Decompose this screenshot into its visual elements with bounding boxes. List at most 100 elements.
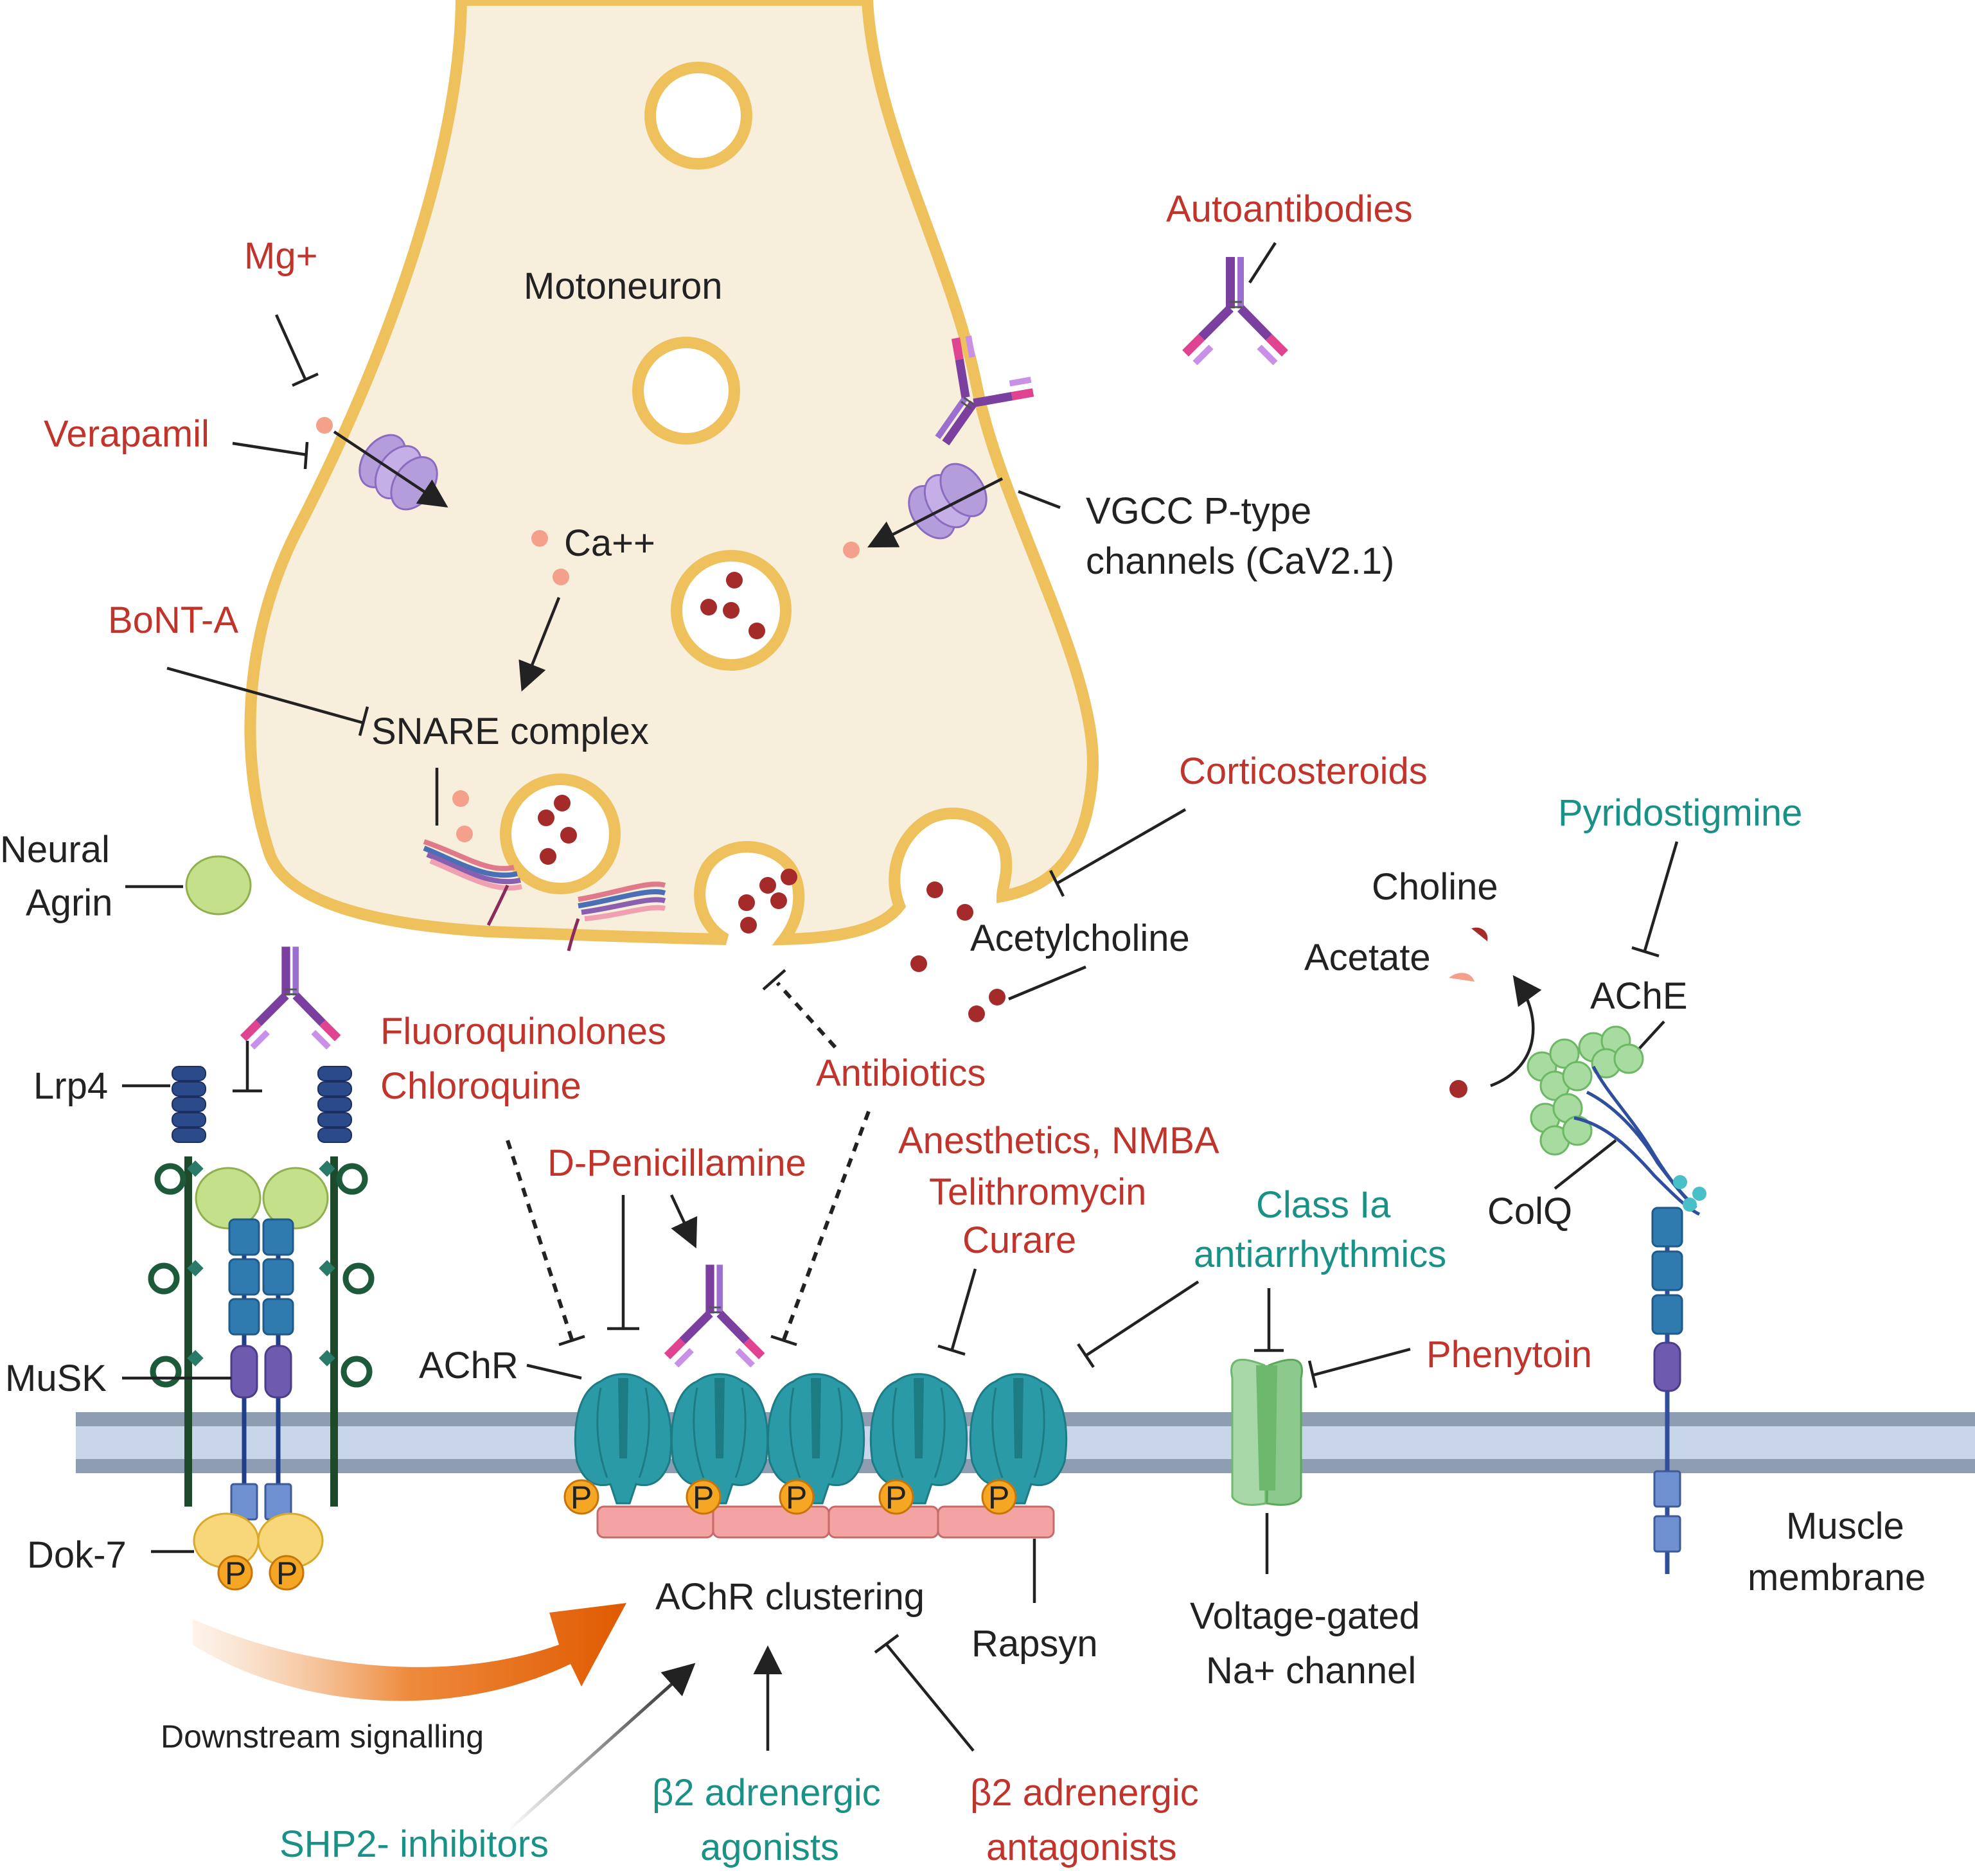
calcium-ion [456,826,473,842]
phospho-label: P [225,1555,246,1591]
calcium-influx-arrow [333,430,448,508]
b2-antagonist-inhibit-bar [874,1634,899,1654]
pyridostigmine-inhibit-line [1643,841,1679,951]
calcium-ion [531,530,548,547]
curare-inhibit-line [950,1268,977,1350]
colq-label: ColQ [1487,1190,1572,1232]
ach-molecule [738,894,755,911]
acetate-fragment-icon [1449,973,1475,982]
classia-achr-inhibit-line [1085,1280,1200,1357]
shp2-label: SHP2- inhibitors [279,1823,549,1865]
b2-antagonist-label-line1: β2 adrenergic [970,1772,1199,1814]
downstream-signalling-arrow [193,1603,626,1701]
rapsyn-icon [596,1505,1055,1539]
downstream-label: Downstream signalling [161,1719,484,1755]
antibiotics-achr-inhibit-line [782,1110,871,1341]
calcium-ion [843,542,860,558]
muscle-label-line1: Muscle [1786,1505,1904,1547]
choline-label: Choline [1372,866,1498,908]
classia-label-line2: antiarrhythmics [1194,1234,1446,1275]
lrp4-musk-complex [148,1066,375,1569]
ach-molecule [957,904,973,921]
mg-inhibit-line [274,314,307,380]
phenytoin-label: Phenytoin [1426,1334,1592,1376]
classia-label-line1: Class Ia [1256,1184,1391,1226]
snare-complex-icon [423,839,666,951]
phenytoin-inhibit-line [1313,1347,1411,1377]
ach-molecule [740,917,757,934]
achr-receptor-icon [969,1373,1068,1505]
shp2-enhance-arrow [506,1663,696,1832]
hydrolysis-arrow [1490,975,1542,1088]
ach-molecule [560,827,577,844]
ca-to-snare-arrow [518,597,561,692]
dpenicillamine-antibody-arrow [669,1194,698,1249]
rapsyn-label: Rapsyn [971,1623,1098,1665]
vgnc-label-line2: Na+ channel [1206,1650,1416,1692]
agrin-label: Agrin [26,882,112,924]
autoantibodies-pointer [1248,242,1277,284]
curare-label: Curare [962,1219,1076,1261]
phenytoin-inhibit-bar [1307,1360,1318,1388]
antibiotics-presyn-inhibit-line [775,981,837,1049]
ache-label: AChE [1590,975,1688,1017]
ach-molecule [540,848,556,865]
motoneuron-label: Motoneuron [524,265,723,307]
ach-molecule [538,810,554,826]
ache-enzyme-icon [1527,1025,1644,1156]
choline-fragment-icon [1471,927,1488,941]
ach-molecule [554,795,571,811]
motoneuron-terminal [244,0,1099,946]
phospho-label: P [276,1555,297,1591]
phospho-label: P [571,1480,592,1516]
corticosteroids-inhibit-line [1056,808,1187,885]
vgnc-label-line1: Voltage-gated [1190,1595,1420,1637]
ach-molecule [781,869,797,885]
phospho-label: P [693,1480,714,1516]
phospho-label: P [885,1480,907,1516]
phospho-label: P [786,1480,807,1516]
colq-anchor-stalk [1651,1207,1683,1574]
dpenicillamine-label: D-Penicillamine [547,1142,806,1184]
vgcc-label-line1: VGCC P-type [1086,490,1311,532]
ach-molecule [770,892,787,909]
acetylcholine-pointer [1008,965,1086,1001]
mg-inhibit-bar [292,372,319,387]
fluoroquinolones-label: Fluoroquinolones [380,1011,666,1052]
acetate-label: Acetate [1304,937,1431,978]
b2-agonist-label-line1: β2 adrenergic [652,1772,881,1814]
achr-clustering-label: AChR clustering [655,1576,925,1618]
vesicle-empty-top [644,62,752,170]
acetylcholine-label: Acetylcholine [970,917,1190,959]
verapamil-inhibit-line [232,441,308,457]
ach-molecule [700,599,717,615]
vesicle-docking [500,774,621,894]
musk-label: MuSK [5,1358,107,1399]
ach-molecule [726,572,743,588]
vgcc-label-line2: channels (CaV2.1) [1086,540,1394,582]
autoantibodies-label: Autoantibodies [1166,188,1413,230]
antibiotics-achr-inhibit-bar [770,1334,797,1347]
bonta-inhibit-bar [358,706,369,736]
verapamil-inhibit-bar [303,441,309,470]
bonta-label: BoNT-A [108,599,238,641]
agrin-molecule [185,855,252,916]
calcium-ion [316,417,333,434]
b2-antagonist-inhibit-line [885,1643,975,1752]
ach-molecule [910,955,927,972]
chloroquine-label: Chloroquine [380,1065,581,1107]
lrp4-label: Lrp4 [33,1065,108,1107]
mg-label: Mg+ [244,235,317,277]
pyridostigmine-inhibit-bar [1631,946,1660,958]
fluoroquinolones-inhibit-bar [558,1334,585,1347]
autoantibody-icon [1185,257,1285,363]
ach-molecule [748,623,765,639]
muscle-label-line2: membrane [1748,1557,1926,1598]
ach-molecule [926,881,943,898]
bonta-inhibit-line [166,666,364,725]
fluoroquinolones-inhibit-line [506,1140,574,1340]
ach-molecule [989,989,1005,1005]
antibiotics-presyn-inhibit-bar [762,969,786,991]
corticosteroids-inhibit-bar [1049,869,1065,898]
pyridostigmine-label: Pyridostigmine [1558,792,1802,834]
